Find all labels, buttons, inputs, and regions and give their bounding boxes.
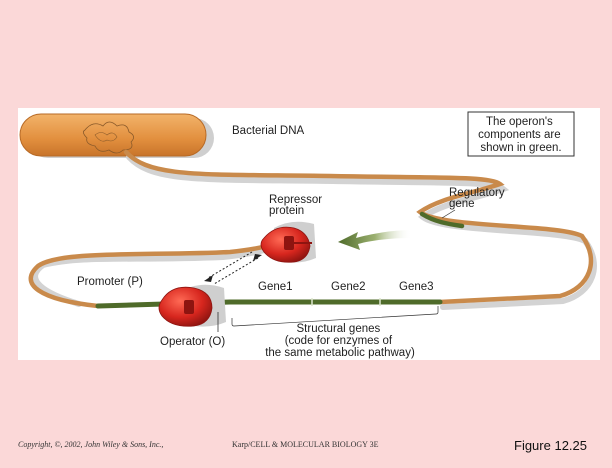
note-line-3: shown in green. <box>480 142 561 154</box>
note-line-2: components are <box>478 129 560 141</box>
figure-number: Figure 12.25 <box>514 438 587 453</box>
gene1-label: Gene1 <box>258 281 293 293</box>
repressor-protein-label: Repressor protein <box>269 194 325 217</box>
binding-arrows <box>207 251 259 285</box>
regulatory-gene-segment <box>419 211 465 229</box>
arrowhead-down <box>204 275 213 282</box>
bacterial-cell <box>19 113 214 158</box>
structural-genes-label: Structural genes (code for enzymes of th… <box>265 323 415 359</box>
note-line-1: The operon's <box>486 116 553 128</box>
repressor-protein-bound <box>158 284 226 327</box>
dna-strand <box>123 149 594 305</box>
regulatory-gene-label: Regulatory gene <box>449 187 508 210</box>
operon-segment <box>95 299 443 309</box>
operon-note-box: The operon's components are shown in gre… <box>467 111 575 157</box>
bacterial-dna-label: Bacterial DNA <box>232 125 305 137</box>
structural-genes-bracket <box>231 306 439 327</box>
operator-label: Operator (O) <box>160 336 225 348</box>
gene3-label: Gene3 <box>399 281 434 293</box>
arrowhead-up <box>253 254 262 261</box>
leader-regulatory <box>441 209 456 219</box>
repressor-protein-free <box>260 221 316 263</box>
promoter-label: Promoter (P) <box>77 276 143 288</box>
translation-arrow <box>338 230 412 250</box>
course-title: Karp/CELL & MOLECULAR BIOLOGY 3E <box>232 440 379 449</box>
gene2-label: Gene2 <box>331 281 366 293</box>
svg-text:The operon's components: The operon's components are shown in gre… <box>478 116 564 154</box>
copyright-text: Copyright, ©, 2002, John Wiley & Sons, I… <box>18 440 164 449</box>
